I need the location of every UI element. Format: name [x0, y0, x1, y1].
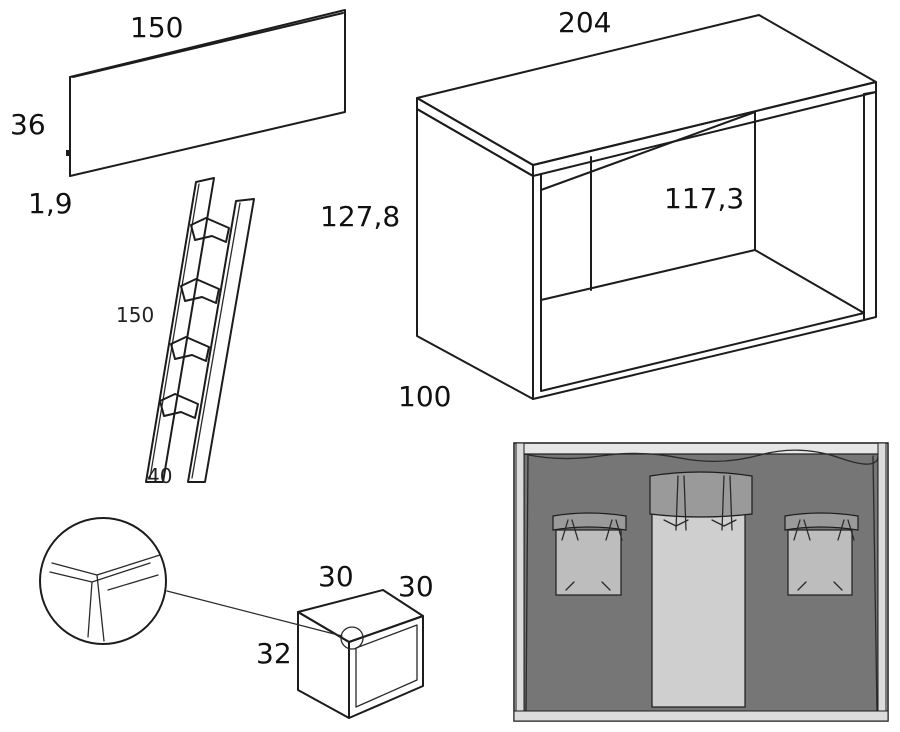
- magnifier-detail-icon: [39, 517, 343, 645]
- headboard-panel: [66, 9, 346, 177]
- headboard-height-label: 36: [10, 108, 46, 141]
- cube-height-label: 32: [256, 637, 292, 670]
- play-tent-curtain-icon: [513, 442, 889, 722]
- bed-frame: [416, 14, 877, 400]
- headboard-thickness-label: 1,9: [28, 187, 73, 220]
- headboard-width-label: 150: [130, 11, 183, 44]
- bed-depth-label: 100: [398, 380, 451, 413]
- cube-width-label: 30: [318, 560, 354, 593]
- ladder-width-label: 40: [147, 464, 172, 488]
- bed-inner-height-label: 117,3: [664, 182, 744, 215]
- ladder-height-label: 150: [116, 303, 154, 327]
- ladder: [145, 177, 255, 483]
- bed-width-label: 204: [558, 6, 611, 39]
- bed-height-label: 127,8: [320, 200, 400, 233]
- cube-depth-label: 30: [398, 570, 434, 603]
- storage-cube: [297, 589, 424, 719]
